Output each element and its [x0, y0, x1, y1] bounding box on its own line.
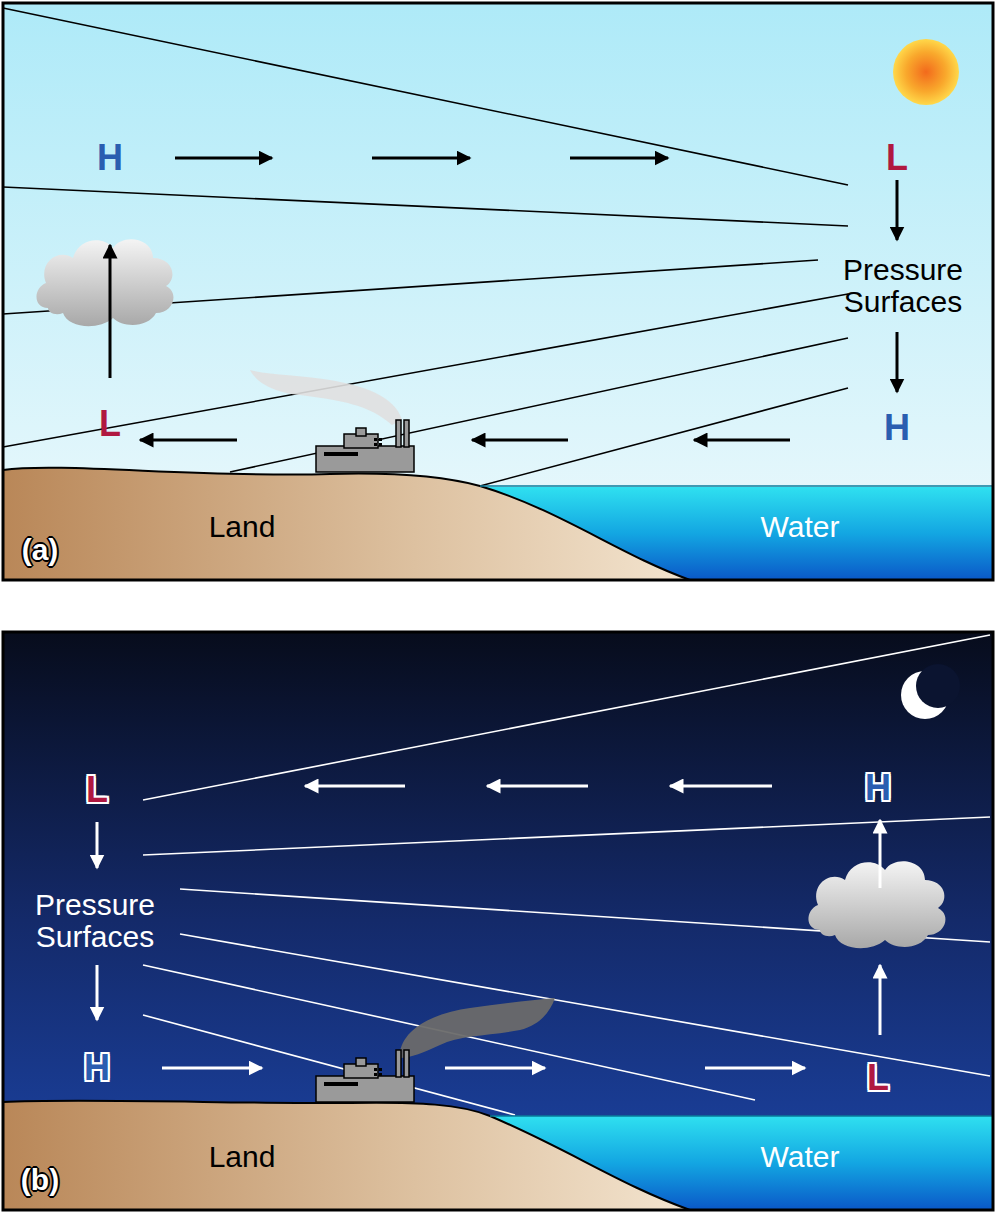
pressure-letter: L — [886, 139, 908, 177]
panel-letter: (a) — [22, 534, 59, 566]
pressure-letter: L — [86, 771, 108, 809]
surface-label: Pressure Surfaces — [828, 254, 978, 317]
pressure-letter: H — [865, 769, 891, 807]
panel-letter: (b) — [21, 1164, 59, 1196]
pressure-letter: H — [884, 409, 910, 447]
pressure-letter: L — [867, 1059, 889, 1097]
land-label: Land — [209, 511, 276, 543]
pressure-letter: H — [84, 1049, 110, 1087]
pressure-letter: L — [99, 405, 121, 443]
surface-label: Pressure Surfaces — [20, 889, 170, 952]
water-label: Water — [761, 1141, 840, 1173]
pressure-letter: H — [97, 139, 123, 177]
water-label: Water — [761, 511, 840, 543]
land-label: Land — [209, 1141, 276, 1173]
